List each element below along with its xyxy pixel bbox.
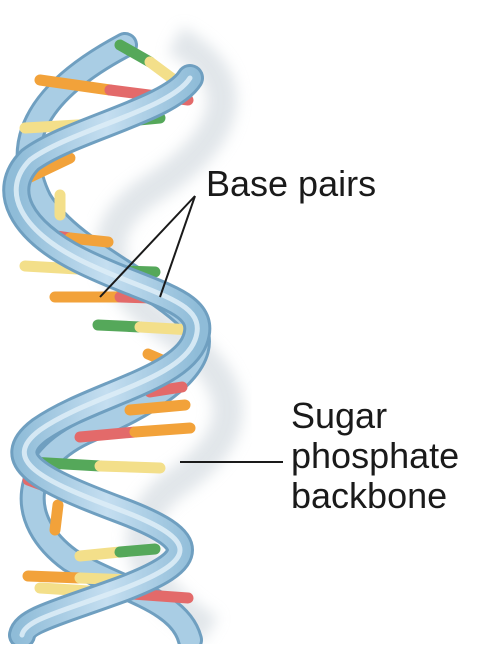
base-pair-16 <box>55 505 58 530</box>
sugar-phosphate-backbone-label: Sugar phosphate backbone <box>291 396 459 516</box>
base-pair-12 <box>130 405 185 410</box>
backbone-label-line-2: phosphate <box>291 436 459 476</box>
backbone-label-line-1: Sugar <box>291 396 459 436</box>
base-pair-9 <box>98 325 192 330</box>
backbone-label-line-3: backbone <box>291 476 459 516</box>
base-pair-17 <box>80 549 155 556</box>
base-pairs-label: Base pairs <box>206 164 376 204</box>
base-pairs-pointer-right <box>160 196 195 297</box>
